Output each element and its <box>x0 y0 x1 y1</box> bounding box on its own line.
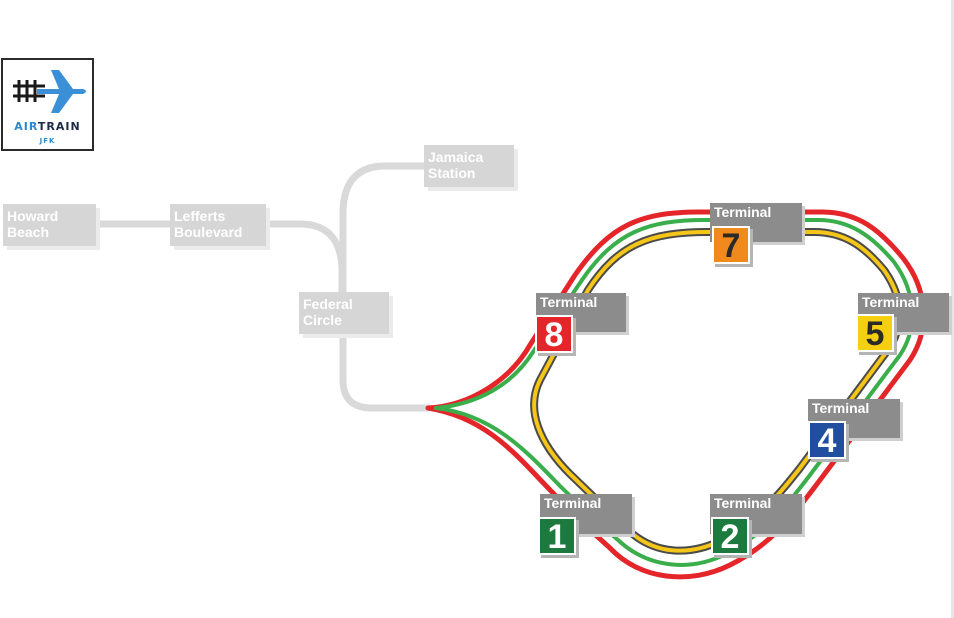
track-lefferts-federal <box>262 220 346 304</box>
station-name-line1: Jamaica <box>428 149 484 165</box>
station-jamaica[interactable]: Jamaica Station <box>424 145 514 187</box>
yellow-line <box>532 230 902 553</box>
track-federal-loop <box>339 332 432 412</box>
logo-wordmark: AIRTRAIN <box>14 120 81 133</box>
red-line-outer <box>425 209 927 580</box>
station-lefferts-boulevard[interactable]: Lefferts Boulevard <box>170 204 266 246</box>
track-jamaica-federal <box>339 162 428 304</box>
station-name-line1: Lefferts <box>174 208 226 224</box>
terminal-4-badge[interactable]: 4 <box>808 421 846 459</box>
station-name-line1: Federal <box>303 296 353 312</box>
station-name-line2: Station <box>428 165 476 181</box>
terminal-2-badge[interactable]: 2 <box>711 517 749 555</box>
station-howard-beach[interactable]: Howard Beach <box>3 204 96 246</box>
station-federal-circle[interactable]: Federal Circle <box>299 292 389 334</box>
airtrain-logo: AIRTRAIN JFK <box>1 58 94 151</box>
terminal-5-badge[interactable]: 5 <box>856 314 894 352</box>
station-name-line2: Circle <box>303 312 342 328</box>
station-name-line1: Howard <box>7 208 59 224</box>
terminal-5-label[interactable]: Terminal <box>858 293 949 332</box>
green-line <box>434 218 915 567</box>
plane-and-track-icon <box>13 70 86 113</box>
logo-subtitle: JFK <box>39 137 56 145</box>
terminal-7-badge[interactable]: 7 <box>712 226 750 264</box>
terminal-2-label[interactable]: Terminal <box>710 494 802 534</box>
terminal-8-badge[interactable]: 8 <box>535 315 573 353</box>
station-name-line2: Boulevard <box>174 224 243 240</box>
terminal-1-badge[interactable]: 1 <box>538 517 576 555</box>
station-name-line2: Beach <box>7 224 50 240</box>
page-edge <box>951 0 954 618</box>
